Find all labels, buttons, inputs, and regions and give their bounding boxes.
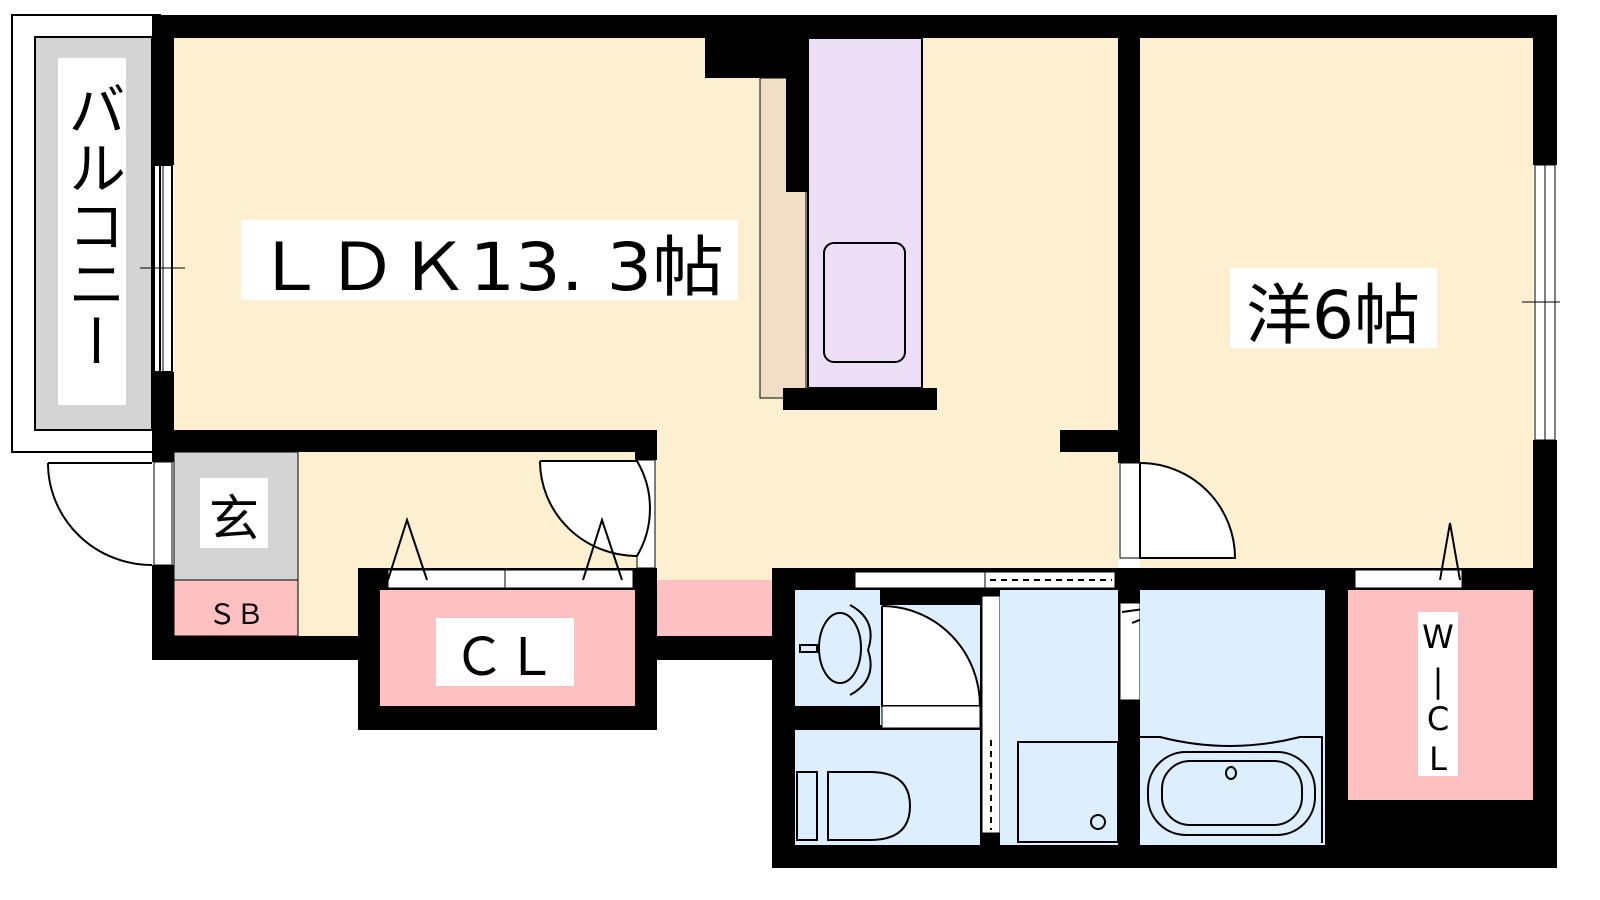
entrance-door-frame xyxy=(153,461,173,566)
balcony-label-bg xyxy=(58,58,126,405)
washroom-door[interactable] xyxy=(881,605,982,707)
entrance-door[interactable] xyxy=(47,462,153,566)
walk-in-closet-label-c: C xyxy=(1427,700,1449,738)
shoe-box xyxy=(173,579,299,637)
entrance-label-bg xyxy=(200,478,268,548)
storage-strip xyxy=(657,580,773,636)
balcony-label: バルコニー xyxy=(58,80,126,370)
washroom xyxy=(795,590,880,706)
walk-in-closet-door[interactable] xyxy=(1354,569,1463,589)
western-room-label-bg xyxy=(1230,268,1437,348)
sliding-door[interactable] xyxy=(854,571,986,589)
closet-label-bg xyxy=(436,618,574,686)
bathtub xyxy=(1147,751,1316,836)
wall xyxy=(783,388,937,410)
bathroom xyxy=(1140,590,1325,845)
door-frame xyxy=(1119,462,1141,559)
walk-in-closet-label-bg xyxy=(1418,612,1458,776)
entrance-label: 玄 xyxy=(209,490,259,548)
closet-label: ＣＬ xyxy=(453,628,557,688)
kitchen-sink xyxy=(823,242,906,363)
dressing-room xyxy=(1000,590,1118,845)
washing-machine-space xyxy=(1017,741,1119,843)
walk-in-closet-label-l: L xyxy=(1429,740,1447,778)
walls xyxy=(152,15,1557,868)
walk-in-closet-label-w: W xyxy=(1422,618,1454,656)
wash-basin xyxy=(818,612,862,684)
western-room-label: 洋6帖 xyxy=(1246,277,1420,354)
wall xyxy=(786,38,808,192)
shoe-box-label: ＳＢ xyxy=(208,598,264,631)
ldk-label: ＬＤＫ13. 3帖 xyxy=(254,229,724,306)
closet-door-swing xyxy=(387,516,623,581)
western-room-door[interactable] xyxy=(1139,462,1237,559)
ldk-label-bg xyxy=(241,220,738,300)
hallway-door[interactable] xyxy=(539,460,651,558)
bath-door[interactable] xyxy=(1119,602,1141,701)
toilet-room xyxy=(795,730,980,845)
toilet xyxy=(827,771,912,841)
walk-in-closet-label-bar: | xyxy=(1433,662,1444,700)
